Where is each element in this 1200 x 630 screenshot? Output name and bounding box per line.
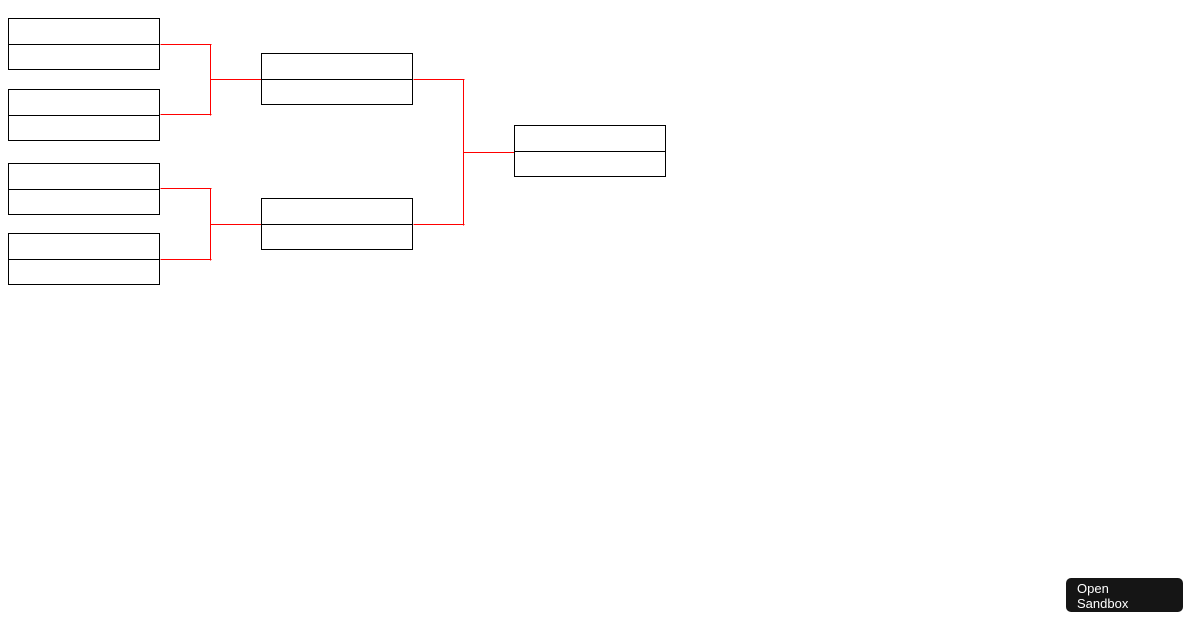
match-box-final[interactable]: [514, 125, 666, 177]
match-slot-top[interactable]: [262, 54, 412, 79]
match-slot-bottom[interactable]: [9, 189, 159, 214]
match-slot-bottom[interactable]: [9, 44, 159, 69]
match-slot-top[interactable]: [9, 164, 159, 189]
match-slot-bottom[interactable]: [9, 259, 159, 284]
match-slot-top[interactable]: [262, 199, 412, 224]
match-box-r1-m1[interactable]: [8, 18, 160, 70]
match-box-r1-m4[interactable]: [8, 233, 160, 285]
match-slot-bottom[interactable]: [9, 115, 159, 140]
match-box-r1-m3[interactable]: [8, 163, 160, 215]
open-sandbox-label-line1: Open: [1077, 581, 1109, 596]
open-sandbox-label-line2: Sandbox: [1077, 596, 1129, 611]
open-sandbox-button[interactable]: Open Sandbox: [1066, 578, 1183, 612]
match-slot-bottom[interactable]: [515, 151, 665, 176]
match-box-r2-m1[interactable]: [261, 53, 413, 105]
match-slot-top[interactable]: [9, 234, 159, 259]
match-slot-top[interactable]: [9, 19, 159, 44]
match-box-r1-m2[interactable]: [8, 89, 160, 141]
match-slot-bottom[interactable]: [262, 224, 412, 249]
match-slot-top[interactable]: [515, 126, 665, 151]
match-slot-top[interactable]: [9, 90, 159, 115]
match-box-r2-m2[interactable]: [261, 198, 413, 250]
match-slot-bottom[interactable]: [262, 79, 412, 104]
